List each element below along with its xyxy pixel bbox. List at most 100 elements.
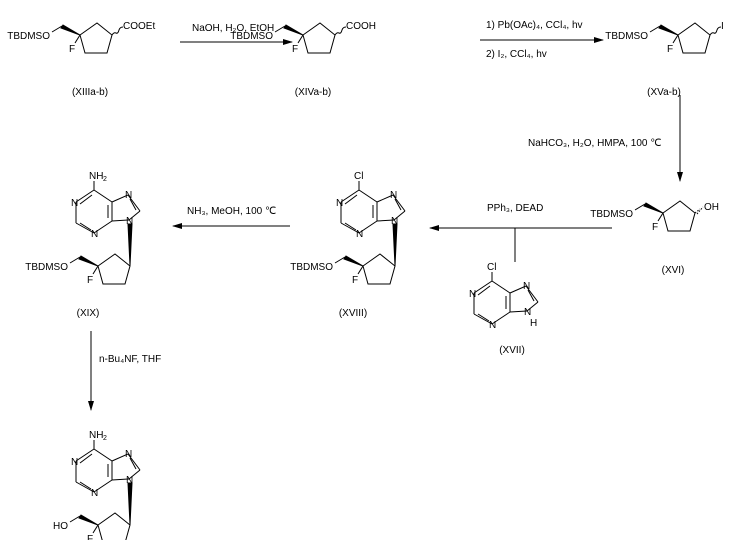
reagent-step-2a: 1) Pb(OAc)₄, CCl₄, hv (486, 20, 583, 31)
cyclopentane-ring (362, 253, 396, 285)
n9-hydrogen-label: H (530, 318, 537, 329)
n7-label: N (125, 449, 132, 460)
ring-bond (75, 222, 95, 234)
cyclopentane-ring (79, 22, 113, 54)
hashed-bond (694, 208, 701, 214)
cyclopentane-ring (662, 200, 696, 232)
wedge-bond (283, 24, 304, 36)
ch2-o-bond (51, 25, 63, 33)
protecting-group-label: TBDMSO (605, 31, 648, 42)
ring-bond (473, 313, 493, 325)
double-bond (79, 222, 92, 231)
c-f-bond (357, 265, 364, 275)
wedge-bond (78, 255, 99, 267)
double-bond (129, 198, 137, 211)
c-f-bond (92, 265, 99, 275)
c-f-bond (657, 212, 664, 222)
arrow-step-5: NH₃, MeOH, 100 ℃ (172, 206, 290, 229)
compound-label: (XIIIa-b) (72, 87, 108, 98)
double-bond (394, 198, 402, 211)
arrow-step-6: n-Bu₄NF, THF (88, 331, 161, 411)
ring-bond (75, 448, 95, 462)
ring-bond (509, 285, 527, 294)
ring-bond (509, 310, 528, 313)
cyclopentane-ring (302, 22, 336, 54)
ring-bond (376, 194, 394, 203)
fluorine-label: F (87, 275, 93, 286)
n3-label: N (91, 488, 98, 499)
n1-label: N (71, 198, 78, 209)
ring-bond (358, 220, 378, 234)
arrow-step-1: NaOH, H₂O, EtOH (180, 23, 293, 45)
c6-substituent-label: Cl (487, 262, 496, 273)
double-bond (79, 194, 93, 205)
n7-label: N (523, 281, 530, 292)
n1-label: N (336, 198, 343, 209)
c6-substituent-label: Cl (354, 171, 363, 182)
fluorine-label: F (69, 44, 75, 55)
wavy-bond (111, 26, 124, 36)
substituent-label: OH (704, 202, 719, 213)
fluorine-label: F (292, 44, 298, 55)
ring-bond (393, 210, 406, 221)
double-bond (477, 313, 490, 322)
ring-bond (75, 189, 95, 203)
protecting-group-label: TBDMSO (230, 31, 273, 42)
ring-bond (127, 194, 141, 212)
double-bond (79, 481, 92, 490)
protecting-group-label: TBDMSO (25, 262, 68, 273)
reagent-step-1: NaOH, H₂O, EtOH (192, 23, 274, 34)
compound-label: (XVa-b) (647, 87, 681, 98)
ch2-o-bond (649, 25, 661, 33)
ring-bond (491, 311, 511, 325)
c-f-bond (92, 524, 99, 534)
arrow-step-2: 1) Pb(OAc)₄, CCl₄, hv 2) I₂, CCl₄, hv (480, 20, 604, 60)
fluorine-label: F (667, 44, 673, 55)
wedge-bond (78, 514, 99, 526)
fluorine-label: F (352, 275, 358, 286)
n3-label: N (356, 229, 363, 240)
n7-label: N (125, 190, 132, 201)
protecting-group-label: TBDMSO (290, 262, 333, 273)
c6-substituent-label: NH (89, 171, 103, 182)
double-bond (344, 194, 358, 205)
ch2-o-bond (69, 256, 81, 264)
ring-bond (128, 469, 141, 480)
n9-label: N (126, 475, 133, 486)
ring-bond (340, 222, 360, 234)
ring-bond (473, 280, 493, 294)
arrow-step-4: PPh₃, DEAD (429, 203, 612, 262)
n7-label: N (390, 190, 397, 201)
n9-label: N (524, 307, 531, 318)
double-bond (344, 222, 357, 231)
ring-bond (525, 285, 539, 303)
ch2-o-bond (634, 203, 646, 211)
c-f-bond (672, 34, 679, 44)
ring-bond (111, 478, 130, 481)
compound-label: (XIVa-b) (295, 87, 332, 98)
ring-bond (376, 219, 395, 222)
subscript: 2 (103, 435, 107, 442)
ring-bond (358, 189, 378, 203)
ch2-o-bond (334, 256, 346, 264)
reagent-step-3: NaHCO₃, H₂O, HMPA, 100 ℃ (528, 138, 661, 149)
double-bond (527, 289, 535, 302)
ring-bond (491, 280, 511, 294)
fluorocyclopentane: TBDMSO F (25, 253, 131, 286)
n1-label: N (71, 457, 78, 468)
reagent-step-5: NH₃, MeOH, 100 ℃ (187, 206, 276, 217)
ring-bond (526, 301, 539, 312)
ring-bond (111, 453, 129, 462)
wedge-bond (60, 24, 81, 36)
